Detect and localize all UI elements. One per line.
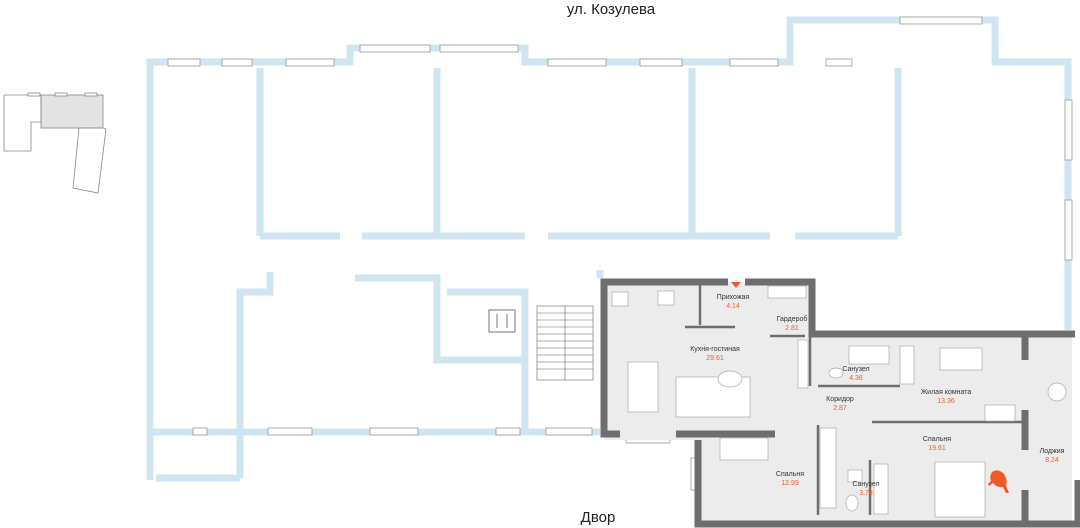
room-area: 2.87 (833, 405, 847, 412)
room-area: 19.61 (928, 445, 946, 452)
cat-icon (988, 470, 1009, 493)
building-minimap (3, 92, 107, 194)
entrance-arrow-icon (731, 282, 741, 288)
room-loggia: Лоджия 8.24 (1040, 447, 1065, 465)
room-bedroom-2: Спальня 12.99 (776, 470, 804, 488)
room-area: 4.14 (726, 303, 740, 310)
room-name: Кухня-гостиная (690, 346, 740, 353)
room-bathroom-2: Санузел 3.78 (852, 480, 879, 498)
furniture (611, 285, 1067, 518)
room-name: Санузел (842, 366, 870, 373)
street-label-top: ул. Козулева (566, 1, 656, 18)
room-corridor: Коридор 2.87 (826, 395, 854, 413)
room-kitchen-living: Кухня-гостиная 29.61 (690, 345, 740, 363)
room-name: Санузел (852, 481, 880, 488)
room-name: Жилая комната (920, 389, 972, 396)
room-area: 4.36 (849, 375, 863, 382)
room-area: 13.36 (937, 398, 955, 405)
room-hallway: Прихожая 4.14 (717, 293, 749, 311)
elevator-icon (488, 309, 516, 333)
room-name: Лоджия (1039, 448, 1065, 455)
street-label-bottom: Двор (580, 509, 616, 526)
room-name: Прихожая (716, 294, 750, 301)
apartment-walls (600, 278, 1080, 528)
room-name: Спальня (775, 471, 805, 478)
room-bathroom-1: Санузел 4.36 (842, 365, 869, 383)
room-area: 2.81 (785, 325, 799, 332)
room-area: 29.61 (706, 355, 724, 362)
room-name: Гардероб (776, 316, 808, 323)
staircase (536, 305, 594, 381)
room-bedroom-1: Спальня 19.61 (923, 435, 951, 453)
room-name: Спальня (922, 436, 952, 443)
interior-walls (685, 282, 1025, 515)
room-area: 3.78 (859, 490, 873, 497)
room-area: 8.24 (1045, 457, 1059, 464)
room-area: 12.99 (781, 480, 799, 487)
room-name: Коридор (826, 396, 854, 403)
room-wardrobe: Гардероб 2.81 (777, 315, 808, 333)
room-living: Жилая комната 13.36 (921, 388, 972, 406)
